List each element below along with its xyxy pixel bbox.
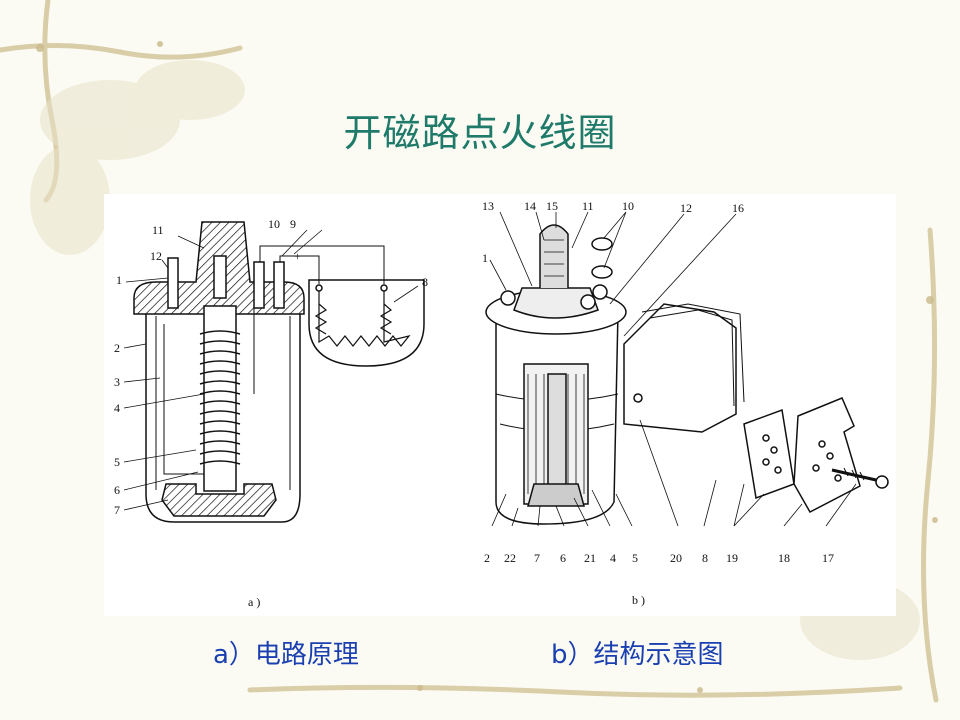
- callout-b-4: 4: [610, 551, 616, 565]
- callout-a-9: 9: [290, 217, 296, 231]
- callout-a-4: 4: [114, 401, 120, 415]
- callout-b-17: 17: [822, 551, 834, 565]
- callout-b-13: 13: [482, 199, 494, 213]
- callout-b-12: 12: [680, 201, 692, 215]
- panel-a-drawing: [123, 221, 425, 523]
- callout-b-18: 18: [778, 551, 790, 565]
- caption-circuit-principle: a）电路原理: [213, 640, 359, 670]
- figure-drawing: 11 12 1 10 9 8 2 3 4 5 6 7 + a ): [114, 199, 889, 609]
- callout-b-1: 1: [482, 251, 488, 265]
- panel-a-sublabel: a ): [248, 595, 260, 609]
- caption-structure-diagram: b）结构示意图: [551, 640, 724, 670]
- plus-sign: +: [294, 249, 301, 263]
- callout-a-2: 2: [114, 341, 120, 355]
- callout-a-5: 5: [114, 455, 120, 469]
- ignition-coil-figure: 11 12 1 10 9 8 2 3 4 5 6 7 + a ): [104, 194, 896, 616]
- callout-a-8: 8: [422, 275, 428, 289]
- slide-title: 开磁路点火线圈: [343, 111, 617, 155]
- callout-b-19: 19: [726, 551, 738, 565]
- callout-b-21: 21: [584, 551, 596, 565]
- callout-a-6: 6: [114, 483, 120, 497]
- callout-a-1: 1: [116, 273, 122, 287]
- callout-b-2: 2: [484, 551, 490, 565]
- callout-b-16: 16: [732, 201, 744, 215]
- panel-b-sublabel: b ): [632, 593, 645, 607]
- callout-a-12: 12: [150, 249, 162, 263]
- panel-b-drawing: [485, 211, 889, 527]
- callout-b-7: 7: [534, 551, 540, 565]
- callout-b-14: 14: [524, 199, 536, 213]
- callout-b-11: 11: [582, 199, 594, 213]
- callout-b-15: 15: [546, 199, 558, 213]
- callout-a-11: 11: [152, 223, 164, 237]
- callout-a-3: 3: [114, 375, 120, 389]
- callout-b-6: 6: [560, 551, 566, 565]
- callout-a-10: 10: [268, 217, 280, 231]
- callout-b-22: 22: [504, 551, 516, 565]
- callout-b-20: 20: [670, 551, 682, 565]
- callout-b-8: 8: [702, 551, 708, 565]
- callout-a-7: 7: [114, 503, 120, 517]
- callout-b-5: 5: [632, 551, 638, 565]
- callout-b-10: 10: [622, 199, 634, 213]
